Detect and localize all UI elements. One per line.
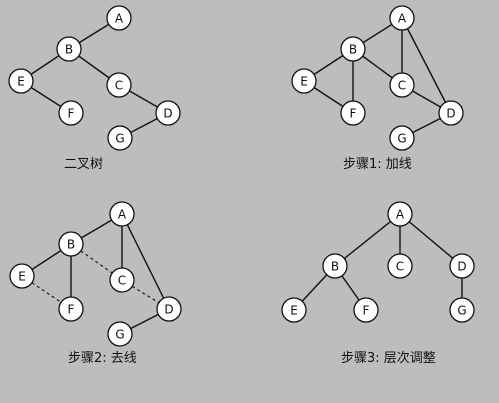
tree-node-a: A [109,201,135,227]
tree-node-c: C [389,72,415,98]
node-label: F [363,304,370,318]
node-circle [353,297,379,323]
node-circle [109,267,135,293]
tree-node-b: B [322,253,348,279]
tree-node-b: B [340,36,366,62]
node-label: F [68,303,75,317]
panel-3: A B C D E F G 步骤2: 去线 [9,201,182,366]
node-label: B [67,238,75,252]
tree-node-c: C [106,72,132,98]
node-label: C [398,79,406,93]
tree-node-d: D [438,100,464,126]
node-circle [155,100,181,126]
panel-caption: 步骤3: 层次调整 [341,350,436,366]
panel-4: A B C D E F G 步骤3: 层次调整 [281,201,475,366]
node-circle [387,201,413,227]
edge-b-c-removed [70,243,123,281]
node-circle [389,5,415,31]
node-label: E [18,270,26,284]
panel-caption: 二叉树 [64,157,103,172]
node-circle [9,263,35,289]
node-circle [107,125,133,151]
edge-a-b [334,213,401,267]
node-label: A [398,12,407,26]
node-label: B [349,43,357,57]
tree-node-f: F [340,100,366,126]
node-circle [56,36,82,62]
tree-node-b: B [56,36,82,62]
node-label: E [300,75,308,89]
node-label: C [115,79,123,93]
node-circle [156,296,182,322]
node-circle [281,297,307,323]
edge-a-d [401,17,452,114]
node-label: E [290,304,298,318]
node-label: A [115,12,124,26]
tree-node-g: G [449,297,475,323]
node-label: C [118,274,126,288]
node-label: D [446,107,455,121]
node-circle [106,72,132,98]
node-circle [107,321,133,347]
node-label: E [17,75,25,89]
panel-caption: 步骤1: 加线 [343,157,412,172]
node-label: G [397,132,406,146]
node-circle [109,201,135,227]
node-circle [58,100,84,126]
tree-node-d: D [156,296,182,322]
tree-node-a: A [387,201,413,227]
node-label: G [115,132,124,146]
node-circle [322,253,348,279]
node-label: F [350,107,357,121]
tree-node-d: D [449,253,475,279]
node-circle [8,68,34,94]
tree-node-a: A [106,5,132,31]
panel-1: A B C D E F G 二叉树 [8,5,181,172]
node-label: F [68,107,75,121]
tree-node-a: A [389,5,415,31]
tree-node-f: F [58,296,84,322]
tree-node-f: F [58,100,84,126]
node-circle [389,72,415,98]
node-label: D [457,260,466,274]
tree-node-g: G [107,125,133,151]
tree-node-g: G [107,321,133,347]
edge-a-d [399,213,463,267]
tree-node-g: G [389,125,415,151]
panel-caption: 步骤2: 去线 [68,351,137,366]
tree-node-e: E [9,263,35,289]
node-circle [340,36,366,62]
node-circle [387,253,413,279]
node-circle [389,125,415,151]
node-label: B [65,43,73,57]
node-label: D [163,107,172,121]
node-label: G [115,328,124,342]
node-label: D [164,303,173,317]
tree-node-c: C [109,267,135,293]
node-label: C [396,260,404,274]
tree-node-b: B [58,231,84,257]
node-circle [340,100,366,126]
node-label: G [457,304,466,318]
node-circle [58,296,84,322]
node-label: A [118,208,127,222]
tree-node-f: F [353,297,379,323]
node-circle [449,297,475,323]
tree-node-e: E [8,68,34,94]
node-circle [449,253,475,279]
node-circle [58,231,84,257]
node-label: B [331,260,339,274]
tree-node-c: C [387,253,413,279]
node-circle [106,5,132,31]
node-circle [291,68,317,94]
tree-node-e: E [281,297,307,323]
edge-a-d [121,213,170,310]
panel-2: A B C D E F G 步骤1: 加线 [291,5,464,172]
tree-node-d: D [155,100,181,126]
node-circle [438,100,464,126]
tree-node-e: E [291,68,317,94]
node-label: A [396,208,405,222]
